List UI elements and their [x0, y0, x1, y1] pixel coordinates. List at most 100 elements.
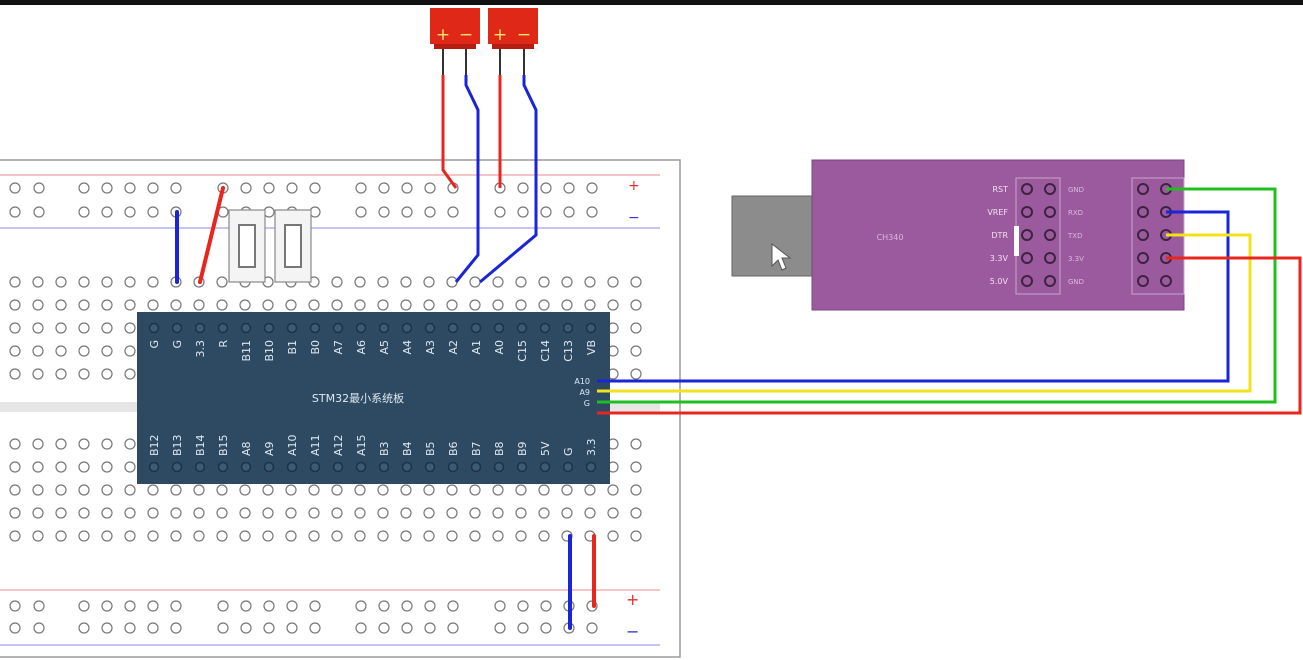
breadboard-hole[interactable]	[9, 461, 21, 473]
breadboard-hole[interactable]	[32, 530, 44, 542]
breadboard-hole[interactable]	[400, 276, 412, 288]
breadboard-hole[interactable]	[78, 622, 90, 634]
breadboard-hole[interactable]	[32, 368, 44, 380]
breadboard-hole[interactable]	[469, 299, 481, 311]
breadboard-hole[interactable]	[286, 600, 298, 612]
breadboard-hole[interactable]	[263, 182, 275, 194]
breadboard-hole[interactable]	[563, 182, 575, 194]
breadboard-hole[interactable]	[400, 484, 412, 496]
breadboard-hole[interactable]	[239, 507, 251, 519]
breadboard-hole[interactable]	[78, 322, 90, 334]
breadboard-hole[interactable]	[630, 276, 642, 288]
breadboard-hole[interactable]	[561, 276, 573, 288]
breadboard-hole[interactable]	[401, 600, 413, 612]
breadboard-hole[interactable]	[630, 299, 642, 311]
breadboard-hole[interactable]	[147, 182, 159, 194]
breadboard-hole[interactable]	[401, 182, 413, 194]
breadboard-hole[interactable]	[9, 530, 21, 542]
breadboard-hole[interactable]	[630, 368, 642, 380]
breadboard-hole[interactable]	[170, 182, 182, 194]
breadboard-hole[interactable]	[378, 622, 390, 634]
breadboard-hole[interactable]	[170, 507, 182, 519]
breadboard-hole[interactable]	[538, 530, 550, 542]
breadboard-hole[interactable]	[607, 530, 619, 542]
breadboard-hole[interactable]	[124, 622, 136, 634]
breadboard-hole[interactable]	[469, 507, 481, 519]
breadboard-hole[interactable]	[9, 182, 21, 194]
breadboard-hole[interactable]	[446, 276, 458, 288]
breadboard-hole[interactable]	[78, 368, 90, 380]
breadboard-hole[interactable]	[33, 622, 45, 634]
breadboard-hole[interactable]	[32, 461, 44, 473]
breadboard-hole[interactable]	[447, 622, 459, 634]
breadboard-hole[interactable]	[446, 530, 458, 542]
push-button-1[interactable]	[228, 209, 266, 283]
breadboard-hole[interactable]	[400, 299, 412, 311]
breadboard-hole[interactable]	[424, 600, 436, 612]
breadboard-hole[interactable]	[515, 507, 527, 519]
breadboard-hole[interactable]	[170, 530, 182, 542]
breadboard-hole[interactable]	[55, 276, 67, 288]
breadboard-hole[interactable]	[170, 622, 182, 634]
breadboard-hole[interactable]	[124, 322, 136, 334]
breadboard-hole[interactable]	[55, 368, 67, 380]
breadboard-hole[interactable]	[400, 530, 412, 542]
breadboard-hole[interactable]	[124, 438, 136, 450]
breadboard-hole[interactable]	[78, 530, 90, 542]
breadboard-hole[interactable]	[78, 600, 90, 612]
breadboard-hole[interactable]	[147, 206, 159, 218]
breadboard-hole[interactable]	[101, 322, 113, 334]
breadboard-hole[interactable]	[285, 484, 297, 496]
breadboard-hole[interactable]	[331, 299, 343, 311]
breadboard-hole[interactable]	[309, 182, 321, 194]
breadboard-hole[interactable]	[285, 299, 297, 311]
breadboard-hole[interactable]	[170, 484, 182, 496]
breadboard-hole[interactable]	[517, 622, 529, 634]
breadboard-hole[interactable]	[517, 182, 529, 194]
breadboard-hole[interactable]	[607, 276, 619, 288]
breadboard-hole[interactable]	[9, 345, 21, 357]
breadboard-hole[interactable]	[354, 276, 366, 288]
breadboard-hole[interactable]	[446, 484, 458, 496]
breadboard-hole[interactable]	[630, 345, 642, 357]
breadboard-hole[interactable]	[55, 507, 67, 519]
breadboard-hole[interactable]	[240, 622, 252, 634]
breadboard-hole[interactable]	[9, 438, 21, 450]
breadboard-hole[interactable]	[78, 438, 90, 450]
breadboard-hole[interactable]	[32, 484, 44, 496]
breadboard-hole[interactable]	[469, 276, 481, 288]
breadboard-hole[interactable]	[630, 322, 642, 334]
breadboard-hole[interactable]	[216, 507, 228, 519]
breadboard-hole[interactable]	[423, 299, 435, 311]
breadboard-hole[interactable]	[147, 600, 159, 612]
breadboard-hole[interactable]	[515, 299, 527, 311]
breadboard-hole[interactable]	[78, 345, 90, 357]
breadboard-hole[interactable]	[331, 484, 343, 496]
breadboard-hole[interactable]	[424, 182, 436, 194]
breadboard-hole[interactable]	[101, 368, 113, 380]
breadboard-hole[interactable]	[262, 484, 274, 496]
breadboard-hole[interactable]	[355, 600, 367, 612]
breadboard-hole[interactable]	[193, 530, 205, 542]
breadboard-hole[interactable]	[355, 622, 367, 634]
breadboard-hole[interactable]	[517, 206, 529, 218]
breadboard-hole[interactable]	[309, 622, 321, 634]
breadboard-hole[interactable]	[216, 299, 228, 311]
breadboard-hole[interactable]	[124, 530, 136, 542]
breadboard-hole[interactable]	[540, 600, 552, 612]
breadboard-hole[interactable]	[494, 600, 506, 612]
breadboard-hole[interactable]	[584, 299, 596, 311]
breadboard-hole[interactable]	[331, 530, 343, 542]
breadboard-hole[interactable]	[286, 622, 298, 634]
breadboard-hole[interactable]	[447, 206, 459, 218]
breadboard-hole[interactable]	[377, 299, 389, 311]
breadboard-hole[interactable]	[78, 206, 90, 218]
breadboard-hole[interactable]	[32, 438, 44, 450]
breadboard-hole[interactable]	[193, 507, 205, 519]
breadboard-hole[interactable]	[401, 206, 413, 218]
breadboard-hole[interactable]	[9, 368, 21, 380]
breadboard-hole[interactable]	[193, 299, 205, 311]
breadboard-hole[interactable]	[101, 484, 113, 496]
breadboard-hole[interactable]	[147, 530, 159, 542]
breadboard-hole[interactable]	[78, 276, 90, 288]
